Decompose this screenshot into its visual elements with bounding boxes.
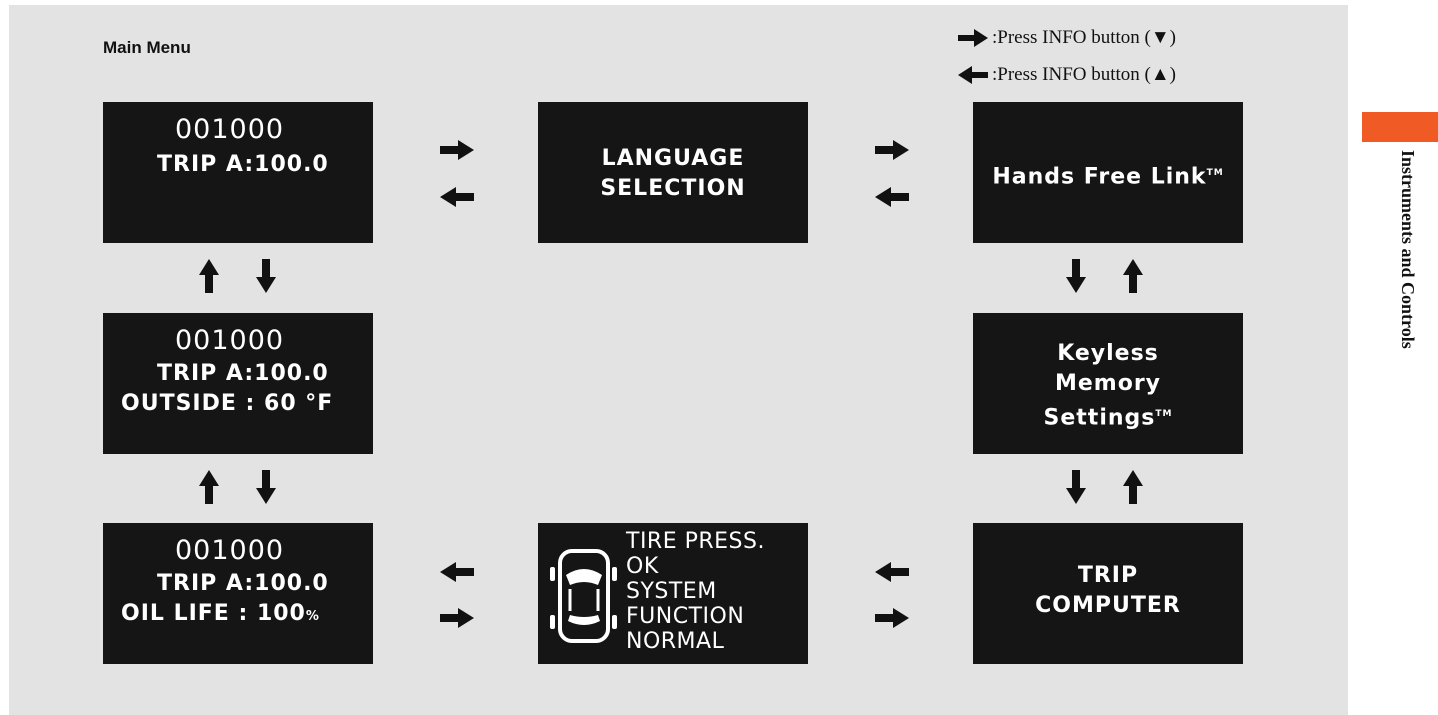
legend-up-text: :Press INFO button (▲) bbox=[992, 64, 1176, 85]
arrow-left-icon bbox=[875, 562, 909, 582]
legend-down-text: :Press INFO button (▼) bbox=[992, 27, 1176, 48]
arrow-up-icon bbox=[1123, 470, 1143, 504]
screen-trip-computer: TRIP COMPUTER bbox=[973, 523, 1243, 664]
car-tire-icon bbox=[550, 549, 617, 643]
tire-line2: OK bbox=[626, 554, 659, 579]
trademark-mark: TM bbox=[1206, 168, 1224, 178]
trip-computer-line2: COMPUTER bbox=[1035, 593, 1181, 618]
arrow-left-icon bbox=[440, 562, 474, 582]
arrow-up-icon bbox=[199, 470, 219, 504]
odometer-value: 001000 bbox=[175, 114, 285, 145]
language-line1: LANGUAGE bbox=[601, 146, 745, 171]
keyless-line3: Settings bbox=[1043, 405, 1156, 431]
trip-value: TRIP A:100.0 bbox=[157, 571, 329, 596]
keyless-line1: Keyless bbox=[1057, 341, 1159, 366]
arrow-down-icon bbox=[1066, 259, 1086, 293]
keyless-line2: Memory bbox=[1054, 371, 1162, 396]
arrow-left-icon bbox=[440, 187, 474, 207]
screen-language-selection: LANGUAGE SELECTION bbox=[538, 102, 808, 243]
arrow-right-icon bbox=[440, 608, 474, 628]
arrow-right-icon bbox=[875, 140, 909, 160]
screen-oil-life: 001000 TRIP A:100.0 OIL LIFE : 100% bbox=[103, 523, 373, 664]
hfl-label: Hands Free Link bbox=[992, 164, 1207, 190]
trip-computer-line1: TRIP bbox=[1077, 563, 1139, 588]
tire-line4: FUNCTION bbox=[626, 604, 745, 629]
arrow-right-icon bbox=[875, 608, 909, 628]
diagram-title: Main Menu bbox=[103, 38, 191, 57]
tire-line3: SYSTEM bbox=[626, 579, 717, 604]
screen-outside-temp: 001000 TRIP A:100.0 OUTSIDE : 60 °F bbox=[103, 313, 373, 454]
arrow-up-icon bbox=[199, 259, 219, 293]
arrow-down-icon bbox=[1066, 470, 1086, 504]
odometer-value: 001000 bbox=[175, 535, 285, 566]
screen-hands-free-link: Hands Free LinkTM bbox=[973, 102, 1243, 243]
screen-odometer-trip: 001000 TRIP A:100.0 bbox=[103, 102, 373, 243]
section-label: Instruments and Controls bbox=[1398, 150, 1418, 349]
screen-keyless-memory: Keyless Memory SettingsTM bbox=[973, 313, 1243, 454]
legend-up: :Press INFO button (▲) bbox=[958, 64, 1176, 86]
language-line2: SELECTION bbox=[600, 176, 746, 201]
oil-life-value: OIL LIFE : 100 bbox=[121, 601, 306, 626]
trip-value: TRIP A:100.0 bbox=[157, 361, 329, 386]
arrow-left-icon bbox=[958, 66, 988, 84]
arrow-down-icon bbox=[256, 259, 276, 293]
tire-line1: TIRE PRESS. bbox=[626, 529, 765, 554]
odometer-value: 001000 bbox=[175, 325, 285, 356]
section-tab bbox=[1362, 112, 1438, 142]
tire-line5: NORMAL bbox=[626, 629, 725, 654]
outside-temp-value: OUTSIDE : 60 °F bbox=[121, 391, 334, 416]
screen-tire-pressure: TIRE PRESS. OK SYSTEM FUNCTION NORMAL bbox=[538, 523, 808, 664]
arrow-down-icon bbox=[256, 470, 276, 504]
arrow-up-icon bbox=[1123, 259, 1143, 293]
trip-value: TRIP A:100.0 bbox=[157, 152, 329, 177]
arrow-left-icon bbox=[875, 187, 909, 207]
trademark-mark: TM bbox=[1155, 409, 1173, 419]
arrow-right-icon bbox=[958, 29, 988, 47]
arrow-right-icon bbox=[440, 140, 474, 160]
legend-down: :Press INFO button (▼) bbox=[958, 27, 1176, 49]
oil-life-unit: % bbox=[305, 609, 320, 624]
